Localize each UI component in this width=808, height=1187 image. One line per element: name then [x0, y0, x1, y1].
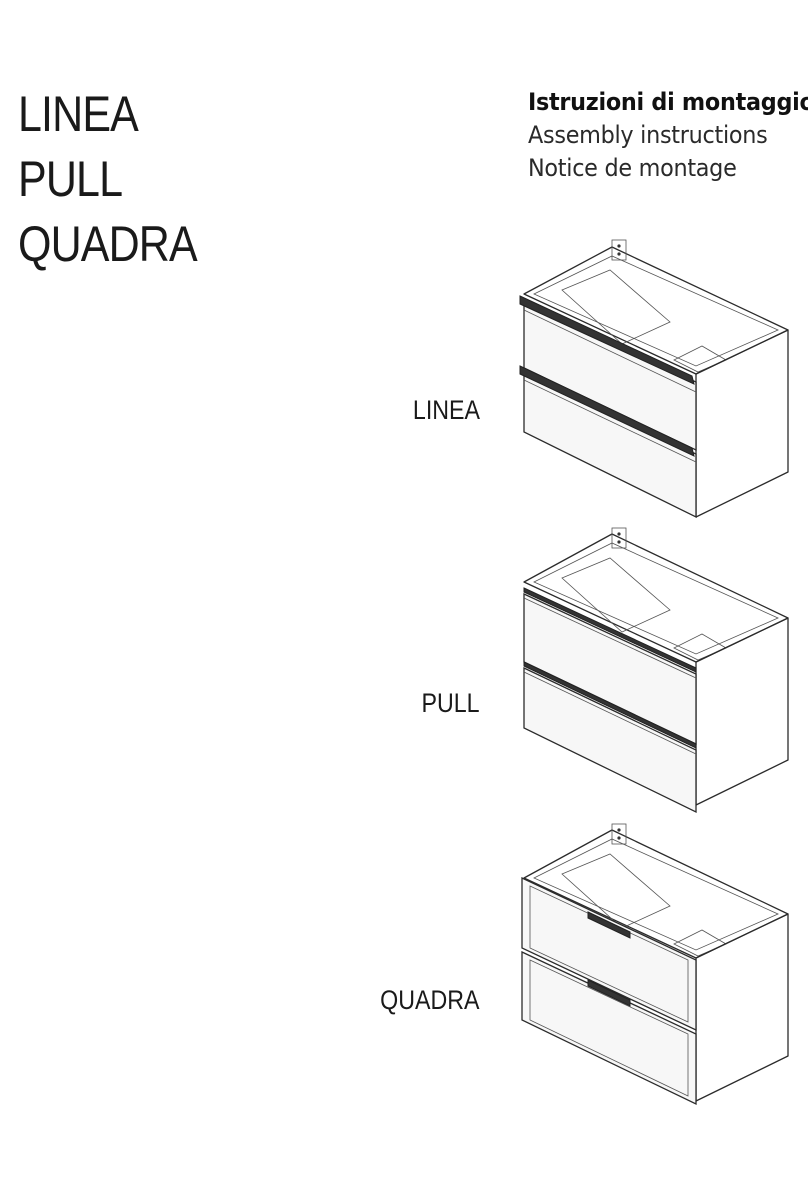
variant-label-linea: LINEA [412, 395, 480, 425]
variant-label-quadra: QUADRA [380, 985, 480, 1015]
product-title-linea: LINEA [18, 86, 139, 142]
product-title-pull: PULL [18, 151, 123, 207]
instructions-english: Assembly instructions [528, 121, 768, 149]
variant-label-pull: PULL [421, 688, 480, 718]
instructions-heading: Istruzioni di montaggio Assembly instruc… [528, 86, 808, 185]
product-title-quadra: QUADRA [18, 216, 198, 272]
cabinet-illustration-pull [512, 522, 798, 822]
cabinet-illustration-quadra [512, 820, 798, 1120]
instructions-french: Notice de montage [528, 154, 737, 182]
cabinet-illustration-linea [512, 232, 798, 532]
instructions-italian: Istruzioni di montaggio [528, 88, 808, 116]
product-title-list: LINEA PULL QUADRA [18, 82, 226, 277]
